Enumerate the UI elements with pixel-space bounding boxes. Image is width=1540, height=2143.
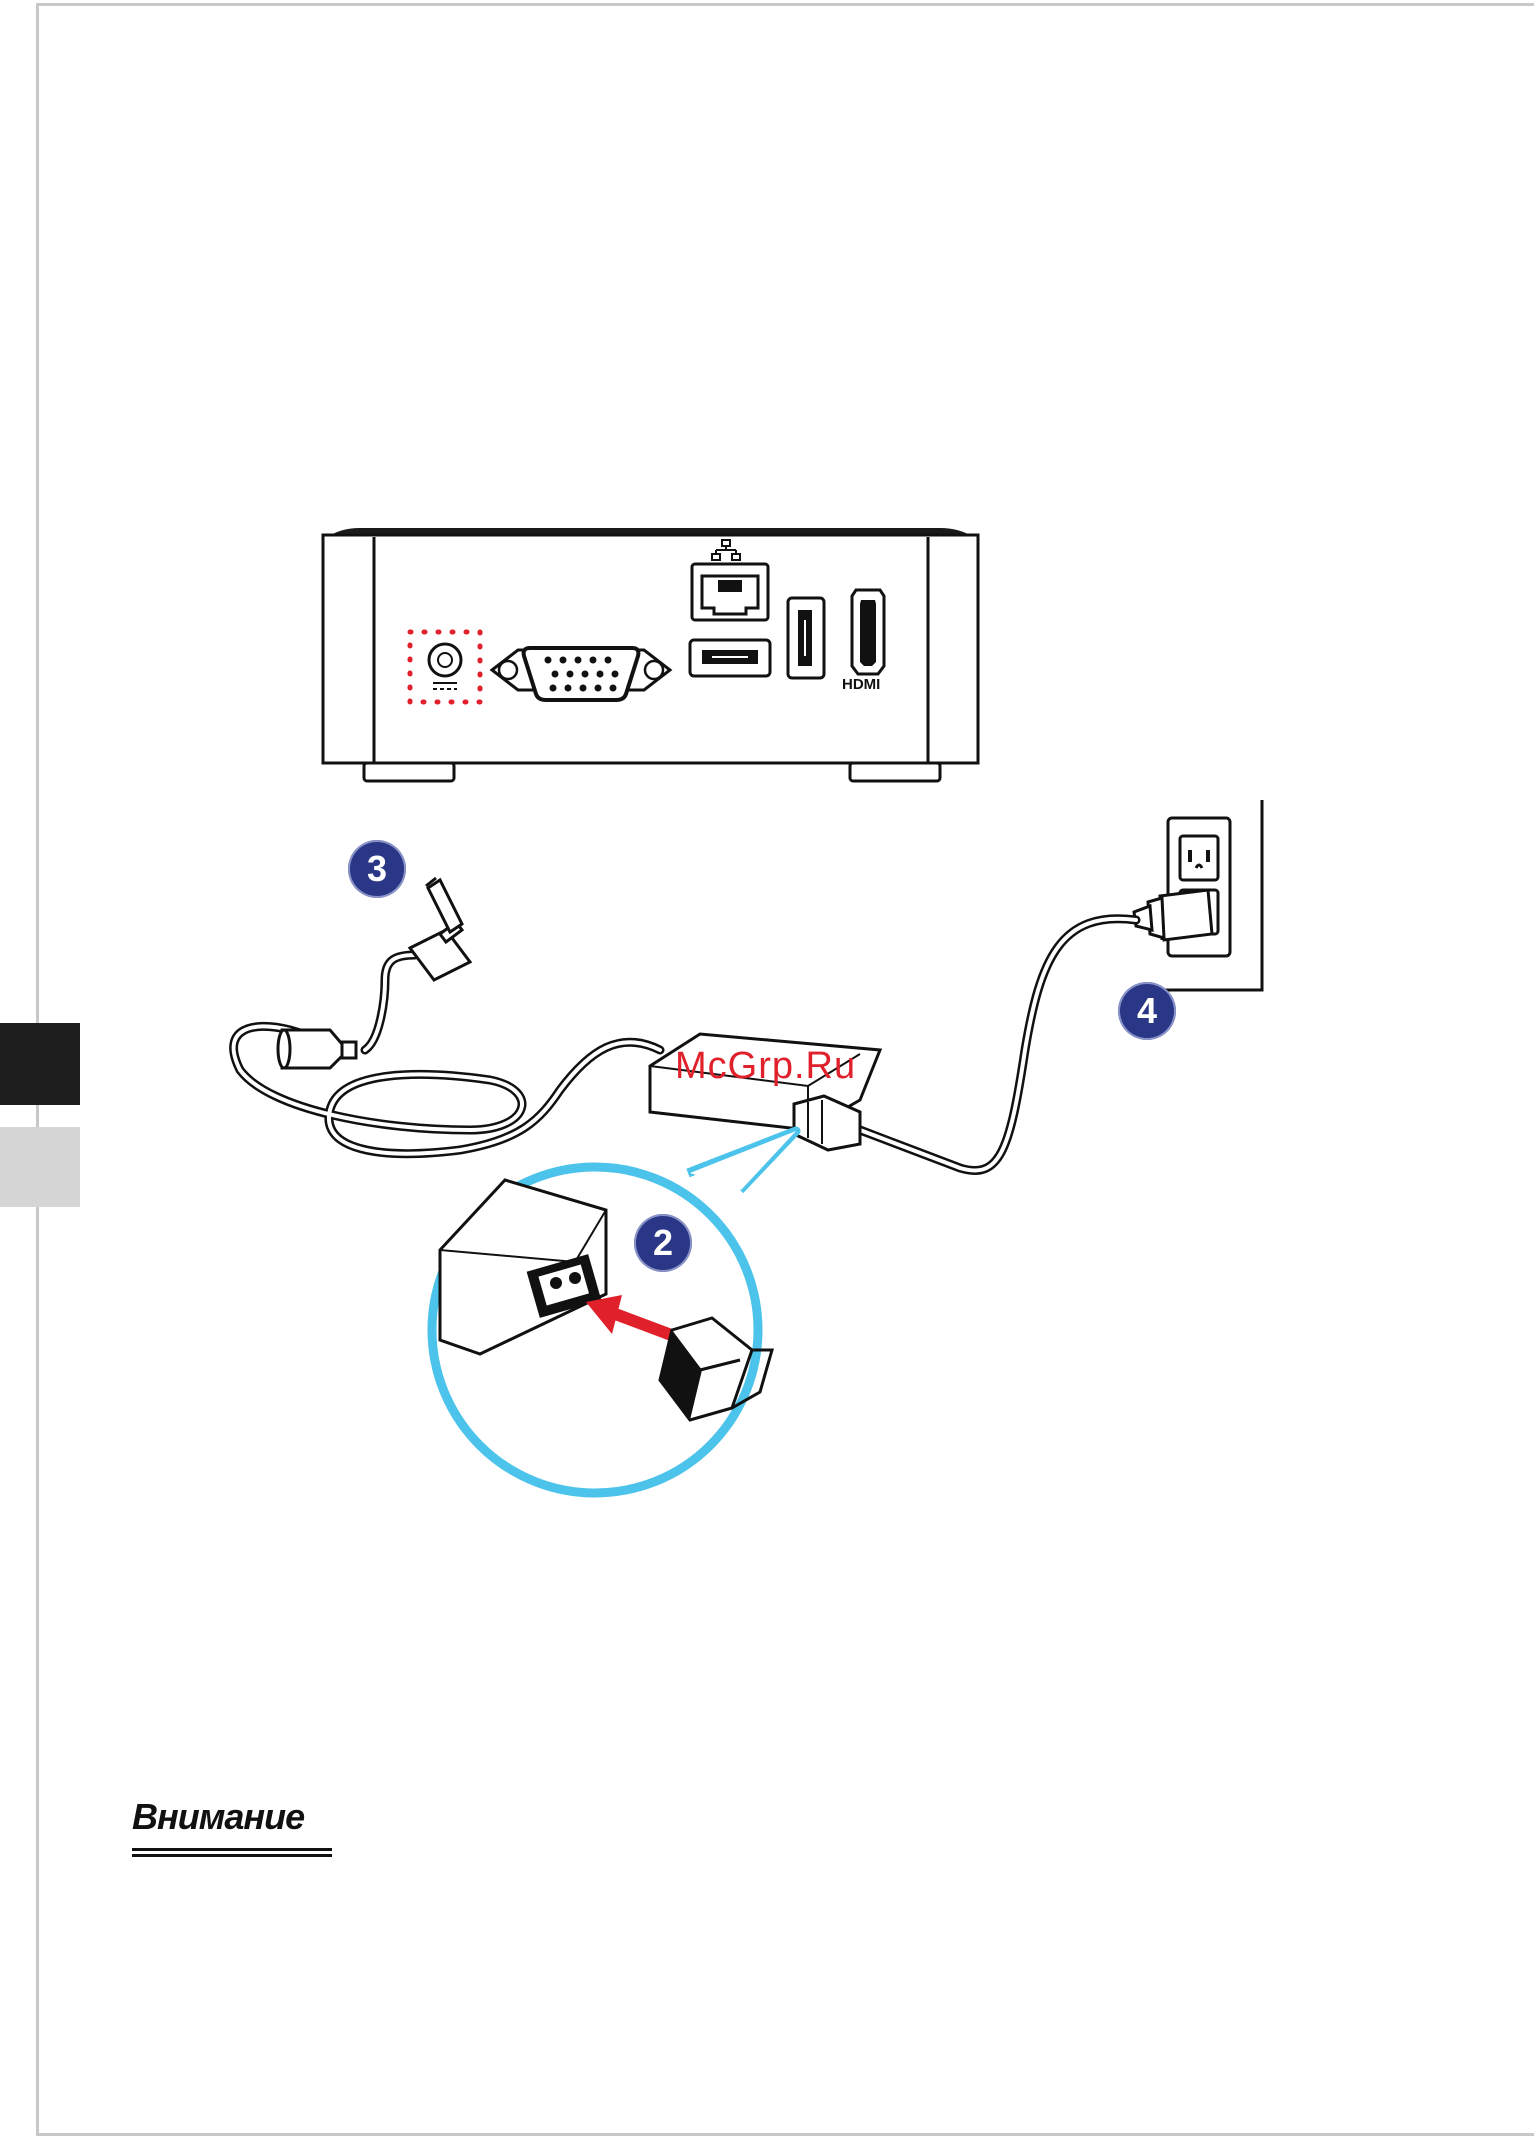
step-2-badge: 2 bbox=[634, 1214, 692, 1272]
watermark: McGrp.Ru bbox=[675, 1045, 856, 1088]
hdmi-label: HDMI bbox=[842, 676, 880, 693]
attention-underline bbox=[132, 1848, 332, 1857]
usb-port-vertical bbox=[788, 598, 824, 678]
step-3-badge: 3 bbox=[348, 840, 406, 898]
usb-port-horizontal bbox=[690, 640, 770, 676]
wall-plug bbox=[1134, 890, 1212, 940]
hdmi-port bbox=[852, 590, 884, 674]
dc-plug bbox=[410, 878, 470, 980]
attention-heading: Внимание bbox=[132, 1796, 304, 1838]
ferrite-bead bbox=[278, 1030, 356, 1068]
step-4-badge: 4 bbox=[1118, 982, 1176, 1040]
magnifier-callout bbox=[432, 1131, 796, 1493]
